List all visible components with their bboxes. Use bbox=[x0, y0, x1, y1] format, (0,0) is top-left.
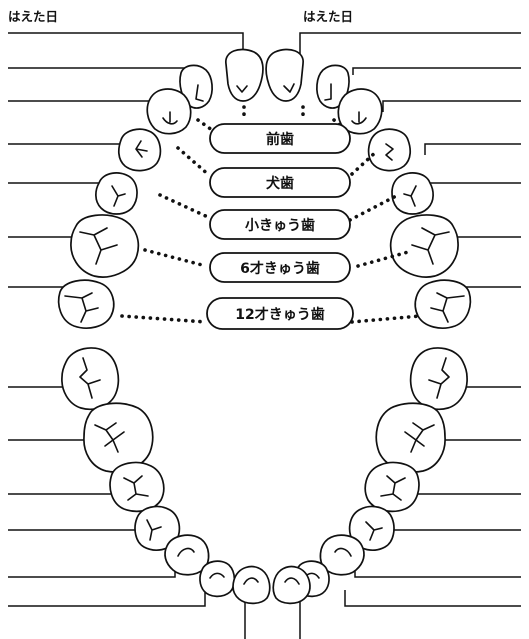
leader-lower-right-lateral-incisor bbox=[344, 590, 521, 607]
lower-arch bbox=[61, 347, 468, 605]
leader-upper-left-central-incisor bbox=[8, 32, 244, 55]
dots-canine-right bbox=[350, 148, 380, 176]
upper-left-first-molar bbox=[117, 128, 162, 172]
upper-right-six-year-molar bbox=[389, 214, 459, 278]
eruption-date-label-left: はえた日 bbox=[8, 9, 58, 24]
leader-upper-left-lateral-incisor bbox=[8, 67, 191, 75]
leader-upper-left-first-molar bbox=[8, 143, 128, 155]
svg-text:6才きゅう歯: 6才きゅう歯 bbox=[240, 260, 320, 277]
upper-left-second-molar bbox=[95, 172, 138, 215]
leader-upper-right-12yr-molar-b bbox=[462, 286, 521, 300]
lower-right-first-molar bbox=[364, 461, 420, 513]
label-first-molars: 小きゅう歯 bbox=[209, 209, 351, 240]
svg-text:前歯: 前歯 bbox=[266, 131, 294, 148]
svg-text:犬歯: 犬歯 bbox=[266, 175, 294, 192]
eruption-date-label-right: はえた日 bbox=[303, 9, 353, 24]
lower-right-six-year-molar bbox=[375, 402, 446, 473]
dots-canine-left bbox=[176, 146, 212, 178]
dots-twelveyr-right bbox=[350, 314, 422, 324]
upper-left-twelve-year-molar bbox=[57, 279, 115, 329]
leader-upper-right-lateral-incisor bbox=[352, 67, 521, 75]
svg-text:12才きゅう歯: 12才きゅう歯 bbox=[235, 306, 324, 323]
upper-right-first-molar bbox=[367, 128, 412, 172]
label-incisors: 前歯 bbox=[209, 123, 351, 154]
svg-text:小きゅう歯: 小きゅう歯 bbox=[245, 217, 315, 234]
lower-left-first-molar bbox=[109, 461, 165, 513]
lower-right-central-incisor bbox=[272, 565, 311, 605]
lower-right-twelve-year-molar bbox=[409, 347, 468, 411]
dotted-connectors bbox=[120, 105, 422, 324]
dots-twelveyr-left bbox=[120, 314, 208, 324]
lower-left-twelve-year-molar bbox=[61, 347, 120, 411]
lower-right-first-premolar bbox=[348, 505, 395, 551]
label-twelve-year-molars: 12才きゅう歯 bbox=[206, 297, 354, 330]
dots-sixyr-left bbox=[143, 248, 208, 268]
leader-upper-right-12yr-molar-a bbox=[449, 236, 521, 242]
upper-left-six-year-molar bbox=[70, 214, 140, 278]
upper-left-canine bbox=[146, 88, 192, 135]
leader-lower-left-lateral-incisor bbox=[8, 590, 206, 607]
leader-upper-right-first-molar bbox=[424, 143, 521, 155]
leader-upper-right-central-incisor bbox=[299, 32, 521, 55]
dots-premolar-left bbox=[158, 193, 212, 220]
label-canines: 犬歯 bbox=[209, 167, 351, 198]
leader-upper-left-canine bbox=[8, 100, 161, 112]
leader-lower-left-canine bbox=[8, 566, 176, 578]
leader-upper-left-second-molar bbox=[8, 182, 111, 192]
tooth-type-labels: 前歯 犬歯 小きゅう歯 6才きゅう歯 12才きゅう歯 bbox=[206, 123, 354, 330]
leader-upper-right-canine bbox=[382, 100, 521, 112]
label-second-molars: 6才きゅう歯 bbox=[209, 252, 351, 283]
lower-left-lateral-incisor bbox=[199, 560, 236, 598]
upper-right-second-molar bbox=[391, 172, 434, 215]
dots-premolar-right bbox=[348, 193, 400, 222]
upper-arch bbox=[57, 48, 472, 329]
upper-right-twelve-year-molar bbox=[414, 279, 472, 329]
dots-sixyr-right bbox=[356, 250, 410, 268]
leader-lower-right-canine bbox=[354, 566, 521, 578]
upper-right-central-incisor bbox=[265, 48, 304, 102]
leader-upper-right-second-molar bbox=[422, 182, 521, 192]
lower-left-six-year-molar bbox=[83, 402, 154, 473]
upper-left-central-incisor bbox=[225, 48, 264, 102]
lower-left-central-incisor bbox=[232, 565, 271, 605]
dots-lateral-left bbox=[196, 118, 214, 132]
